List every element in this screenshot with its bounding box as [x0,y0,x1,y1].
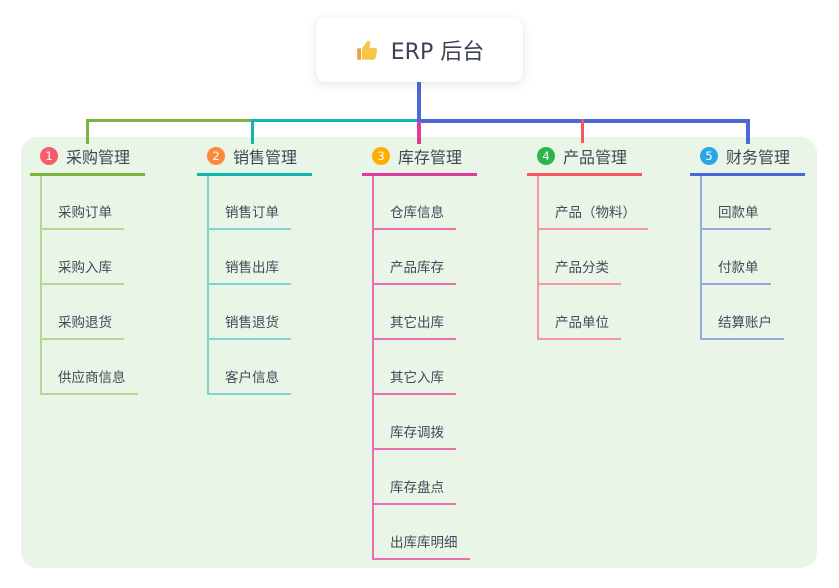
branch-sales-children: 销售订单 销售出库 销售退货 客户信息 [207,176,312,395]
branch-title-label: 销售管理 [233,147,298,167]
child-node[interactable]: 产品（物料） [537,176,648,230]
child-node[interactable]: 采购入库 [40,230,145,285]
child-label: 付款单 [700,256,771,285]
child-node[interactable]: 其它入库 [372,340,477,395]
child-label: 采购退货 [40,311,124,340]
child-node[interactable]: 客户信息 [207,340,312,395]
child-node[interactable]: 库存盘点 [372,450,477,505]
child-label: 产品库存 [372,256,456,285]
child-label: 销售退货 [207,311,291,340]
branch-finance-title[interactable]: 5 财务管理 [690,146,805,176]
branch-product-title[interactable]: 4 产品管理 [527,146,642,176]
child-node[interactable]: 销售订单 [207,176,312,230]
child-label: 仓库信息 [372,201,456,230]
child-label: 其它入库 [372,366,456,395]
branch-product: 4 产品管理 产品（物料） 产品分类 产品单位 [527,146,648,340]
child-node[interactable]: 供应商信息 [40,340,145,395]
child-node[interactable]: 产品单位 [537,285,642,340]
child-label: 产品分类 [537,256,621,285]
connector-drop-sales [251,119,254,144]
branch-purchase-title[interactable]: 1 采购管理 [30,146,145,176]
connector-trunk-left-green [86,119,253,122]
child-label: 采购入库 [40,256,124,285]
connector-trunk-left-teal [253,119,417,122]
branch-number-badge: 5 [700,146,718,165]
child-label: 出库库明细 [372,531,470,560]
branch-finance-children: 回款单 付款单 结算账户 [700,176,805,340]
branch-number-badge: 3 [372,146,390,165]
child-label: 采购订单 [40,201,124,230]
child-node[interactable]: 销售出库 [207,230,312,285]
child-node[interactable]: 其它出库 [372,285,477,340]
child-node[interactable]: 产品分类 [537,230,642,285]
branch-title-label: 产品管理 [563,147,628,167]
child-label: 销售订单 [207,201,291,230]
branch-sales: 2 销售管理 销售订单 销售出库 销售退货 客户信息 [197,146,312,395]
connector-drop-finance [746,119,750,144]
branch-finance: 5 财务管理 回款单 付款单 结算账户 [690,146,805,340]
child-node[interactable]: 库存调拨 [372,395,477,450]
child-label: 产品单位 [537,311,621,340]
child-node[interactable]: 回款单 [700,176,805,230]
child-node[interactable]: 付款单 [700,230,805,285]
child-label: 库存盘点 [372,476,456,505]
child-label: 供应商信息 [40,366,138,395]
root-label: ERP 后台 [390,40,485,65]
branches-panel [21,137,817,568]
child-label: 回款单 [700,201,771,230]
child-label: 库存调拨 [372,421,456,450]
child-label: 结算账户 [700,311,784,340]
child-node[interactable]: 结算账户 [700,285,805,340]
branch-purchase-children: 采购订单 采购入库 采购退货 供应商信息 [40,176,145,395]
child-node[interactable]: 产品库存 [372,230,477,285]
branch-number-badge: 2 [207,146,225,165]
child-label: 销售出库 [207,256,291,285]
branch-title-label: 库存管理 [398,147,463,167]
child-node[interactable]: 仓库信息 [372,176,477,230]
branch-product-children: 产品（物料） 产品分类 产品单位 [537,176,648,340]
root-node[interactable]: ERP 后台 [316,18,523,82]
child-node[interactable]: 销售退货 [207,285,312,340]
child-label: 产品（物料） [537,201,648,230]
child-node[interactable]: 出库库明细 [372,505,477,560]
branch-title-label: 财务管理 [726,147,791,167]
child-node[interactable]: 采购订单 [40,176,145,230]
branch-inventory-children: 仓库信息 产品库存 其它出库 其它入库 库存调拨 库存盘点 出库库明细 [372,176,477,560]
connector-drop-inventory [417,121,421,144]
child-label: 客户信息 [207,366,291,395]
branch-sales-title[interactable]: 2 销售管理 [197,146,312,176]
child-label: 其它出库 [372,311,456,340]
branch-inventory-title[interactable]: 3 库存管理 [362,146,477,176]
connector-root-vertical [417,81,421,121]
thumbs-up-icon [355,37,381,63]
branch-number-badge: 1 [40,146,58,165]
branch-title-label: 采购管理 [66,147,131,167]
branch-inventory: 3 库存管理 仓库信息 产品库存 其它出库 其它入库 库存调拨 库存盘点 出库库… [362,146,477,560]
child-node[interactable]: 采购退货 [40,285,145,340]
branch-number-badge: 4 [537,146,555,165]
connector-drop-product [581,119,584,143]
connector-drop-purchase [86,119,89,144]
branch-purchase: 1 采购管理 采购订单 采购入库 采购退货 供应商信息 [30,146,145,395]
